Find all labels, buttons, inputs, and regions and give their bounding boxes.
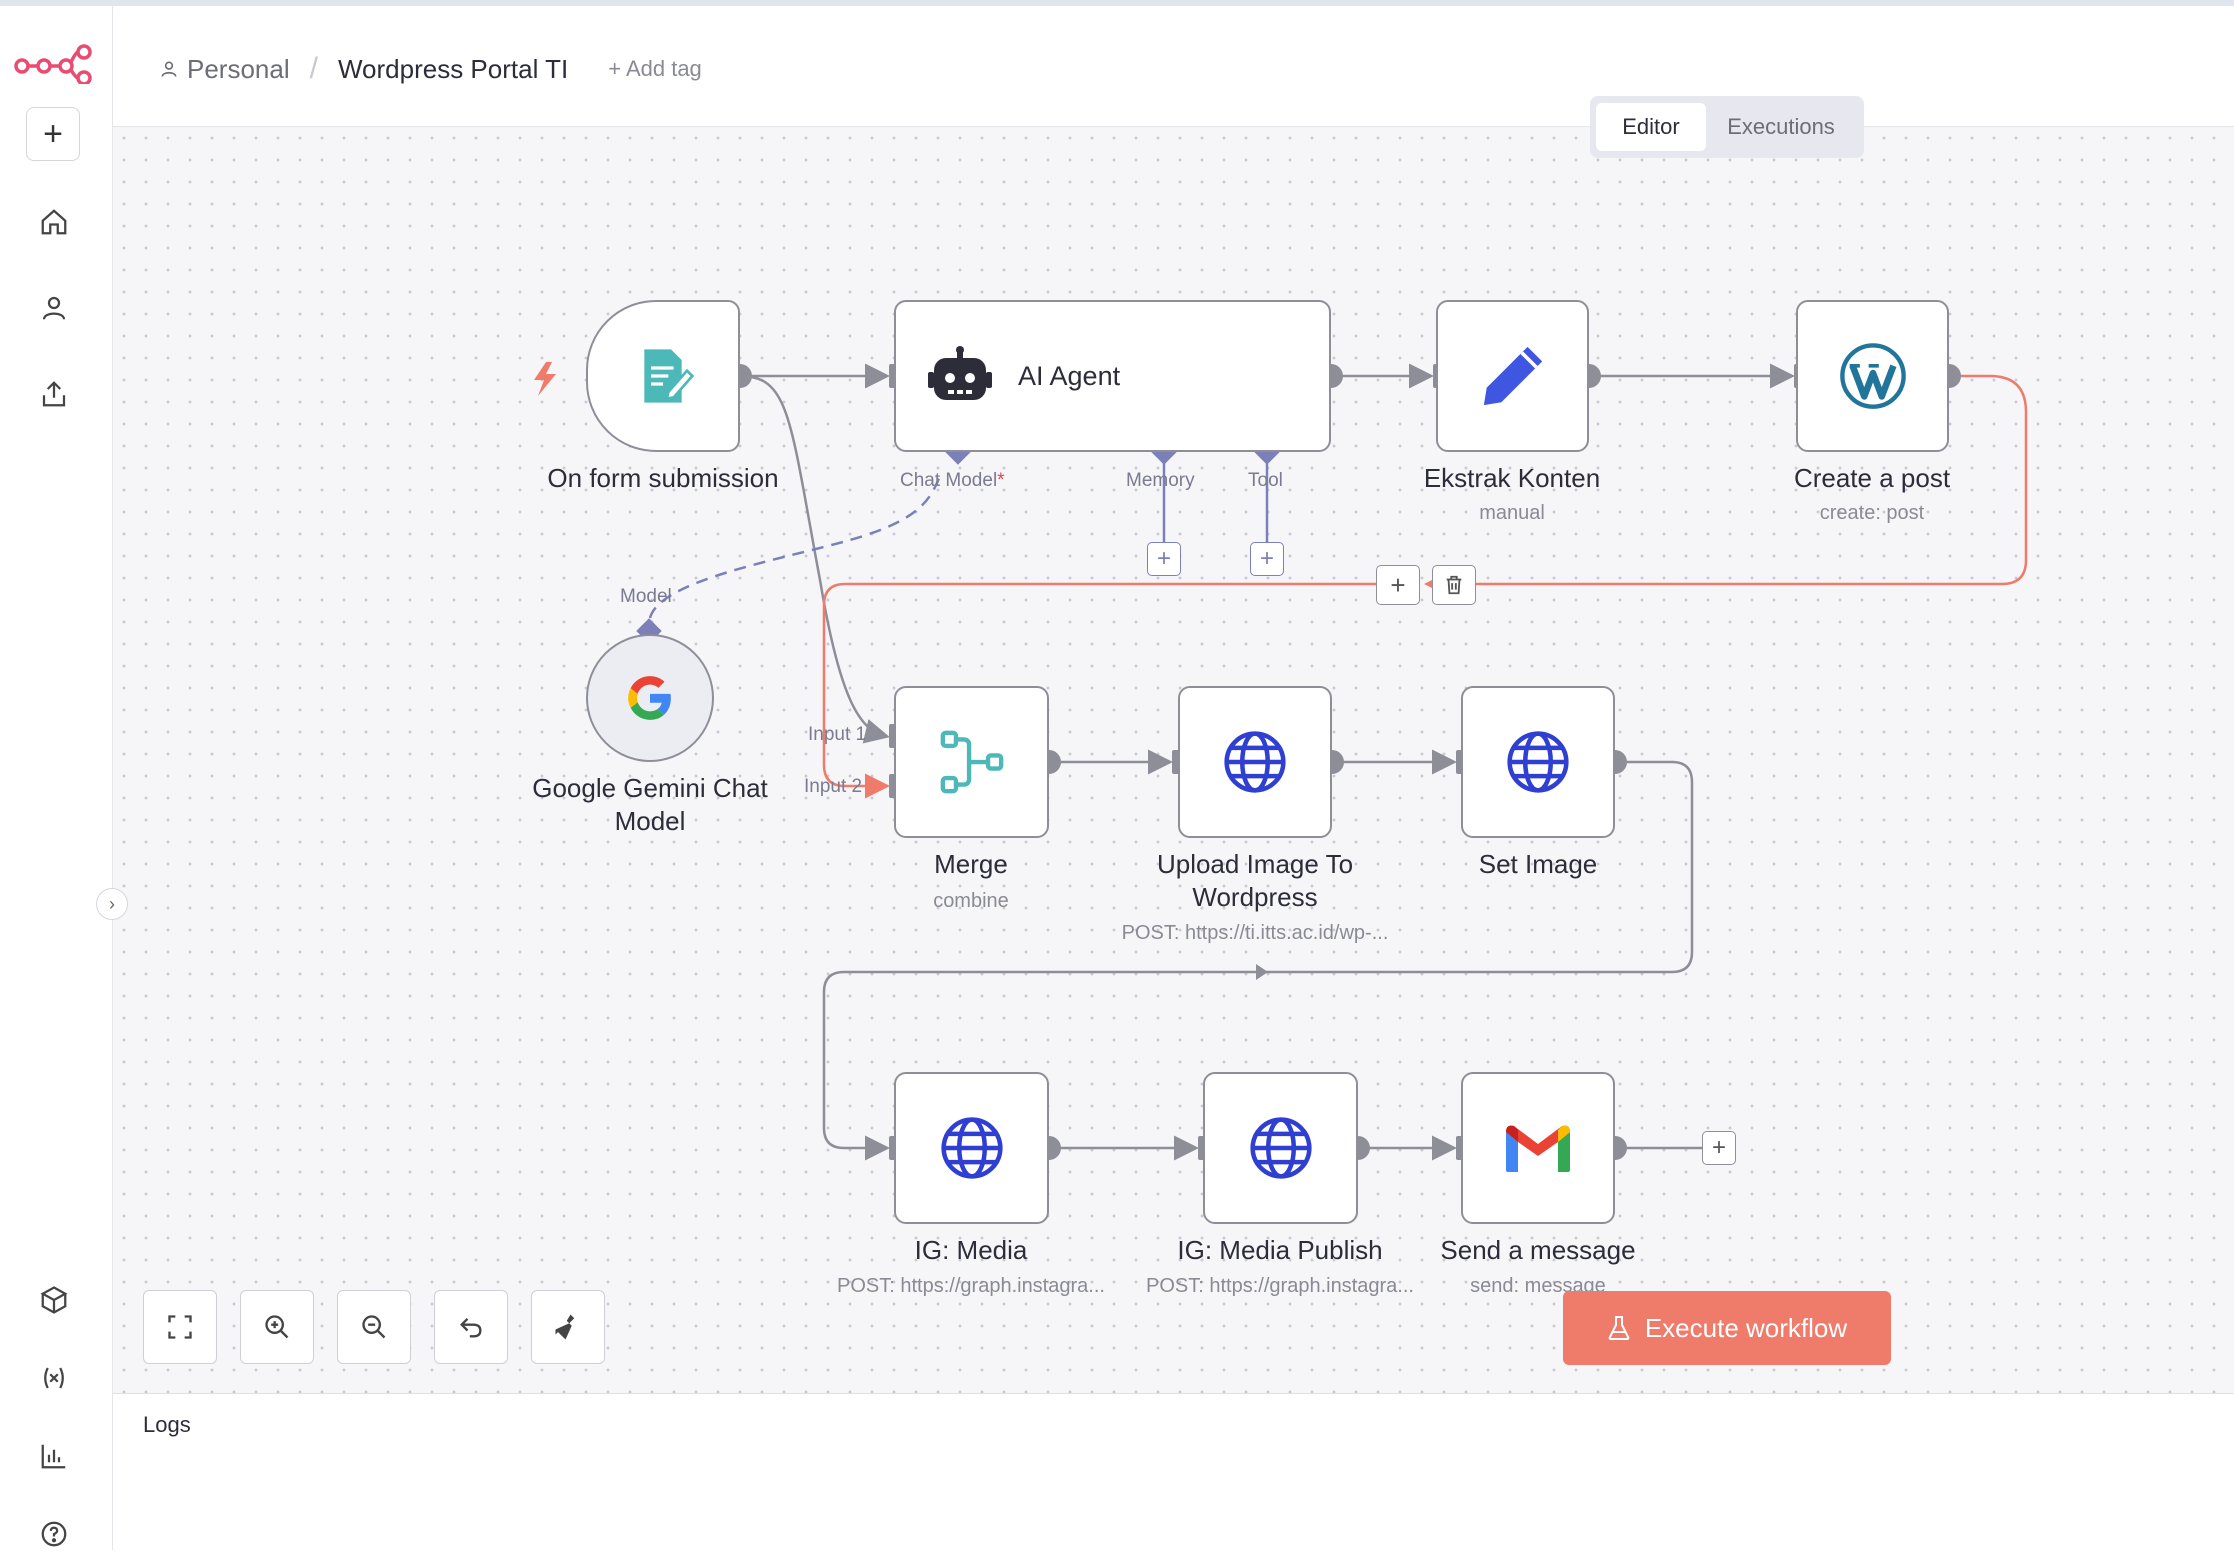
add-memory-button[interactable]: + [1147, 542, 1181, 576]
form-icon [644, 349, 695, 403]
port-label-chat-model: Chat Model* [900, 470, 1005, 491]
node-upload-image[interactable] [1178, 686, 1332, 838]
breadcrumb-project[interactable]: Personal [159, 54, 290, 85]
execute-workflow-button[interactable]: Execute workflow [1563, 1291, 1891, 1365]
merge-icon [940, 730, 1003, 794]
port-label-model: Model [620, 586, 672, 607]
node-ekstrak-konten[interactable] [1436, 300, 1589, 452]
fit-view-button[interactable] [143, 1290, 217, 1364]
sidebar: + [0, 6, 113, 1550]
breadcrumb-separator: / [309, 52, 318, 85]
node-label-post: Create a post [1793, 463, 1951, 493]
node-label-setimage: Set Image [1478, 849, 1598, 879]
execute-workflow-label: Execute workflow [1644, 1312, 1848, 1343]
node-label-gmail: Send a message [1440, 1235, 1636, 1265]
node-create-post[interactable] [1796, 300, 1949, 452]
zoom-out-button[interactable] [337, 1290, 411, 1364]
node-subtitle-igmedia: POST: https://graph.instagra... [837, 1275, 1105, 1297]
view-tabs: Editor Executions [1590, 96, 1864, 158]
node-set-image[interactable] [1461, 686, 1615, 838]
add-tool-button[interactable]: + [1250, 542, 1284, 576]
gmail-icon [1506, 1125, 1570, 1172]
globe-icon [1507, 731, 1569, 793]
robot-icon [928, 346, 992, 400]
add-button[interactable]: + [26, 107, 80, 161]
node-subtitle-upload: POST: https://ti.itts.ac.id/wp-... [1121, 922, 1389, 944]
user-icon[interactable] [34, 288, 74, 328]
port-label-tool: Tool [1248, 470, 1283, 491]
port-label-input2: Input 2 [804, 776, 863, 797]
delete-connection-button[interactable] [1432, 565, 1476, 605]
logs-panel-body [113, 1458, 2234, 1550]
zoom-in-icon [265, 1315, 289, 1339]
node-subtitle-igpublish: POST: https://graph.instagra... [1146, 1275, 1414, 1297]
templates-icon[interactable] [34, 1280, 74, 1320]
node-label-igmedia: IG: Media [914, 1235, 1028, 1265]
node-subtitle-ekstrak: manual [1479, 502, 1545, 524]
expand-sidebar-button[interactable]: › [96, 888, 128, 920]
header: Personal / Wordpress Portal TI + Add tag [113, 6, 2234, 127]
node-subtitle-merge: combine [933, 890, 1009, 912]
reset-zoom-button[interactable] [434, 1290, 508, 1364]
globe-icon [1249, 1117, 1312, 1179]
add-tag-button[interactable]: + Add tag [608, 56, 702, 81]
home-icon[interactable] [34, 202, 74, 242]
port-label-memory: Memory [1126, 470, 1195, 491]
tab-editor[interactable]: Editor [1596, 103, 1706, 151]
workflow-name[interactable]: Wordpress Portal TI [337, 53, 569, 84]
node-form-submission[interactable] [586, 300, 740, 452]
globe-icon [940, 1117, 1003, 1179]
globe-icon [1224, 731, 1286, 793]
pencil-icon [1483, 346, 1542, 406]
undo-icon [460, 1318, 482, 1338]
node-label-form: On form submission [547, 463, 779, 493]
n8n-logo-icon[interactable] [14, 44, 94, 84]
variables-icon[interactable] [34, 1358, 74, 1398]
zoom-in-button[interactable] [240, 1290, 314, 1364]
node-label-agent: AI Agent [1018, 360, 1121, 391]
share-icon[interactable] [34, 374, 74, 414]
user-icon [161, 61, 177, 77]
add-node-on-connection-button[interactable]: + [1376, 565, 1420, 605]
fit-view-icon [168, 1315, 192, 1339]
node-label-igpublish: IG: Media Publish [1177, 1235, 1383, 1265]
insights-icon[interactable] [34, 1436, 74, 1476]
logs-panel-header[interactable]: Logs [113, 1393, 2234, 1459]
node-ig-media-publish[interactable] [1203, 1072, 1358, 1224]
trash-icon [1446, 575, 1462, 595]
node-merge[interactable] [894, 686, 1049, 838]
broom-icon [555, 1314, 575, 1340]
zoom-out-icon [362, 1315, 386, 1339]
node-label-merge: Merge [934, 849, 1008, 879]
breadcrumb-project-label: Personal [187, 53, 290, 84]
node-ai-agent[interactable]: AI Agent [894, 300, 1331, 452]
add-next-node-button[interactable]: + [1702, 1131, 1736, 1165]
flask-icon [1608, 1316, 1630, 1340]
node-send-message[interactable] [1461, 1072, 1615, 1224]
help-icon[interactable] [34, 1514, 74, 1554]
google-icon [628, 676, 671, 720]
port-label-input1: Input 1 [808, 724, 867, 745]
tab-executions[interactable]: Executions [1727, 114, 1835, 139]
wordpress-icon [1839, 343, 1906, 409]
node-ig-media[interactable] [894, 1072, 1049, 1224]
node-google-gemini[interactable] [586, 634, 714, 762]
node-label-ekstrak: Ekstrak Konten [1423, 463, 1601, 493]
tidy-up-button[interactable] [531, 1290, 605, 1364]
node-subtitle-post: create: post [1819, 502, 1925, 524]
breadcrumb: Personal / Wordpress Portal TI + Add tag [159, 52, 702, 86]
logs-label: Logs [143, 1412, 191, 1437]
